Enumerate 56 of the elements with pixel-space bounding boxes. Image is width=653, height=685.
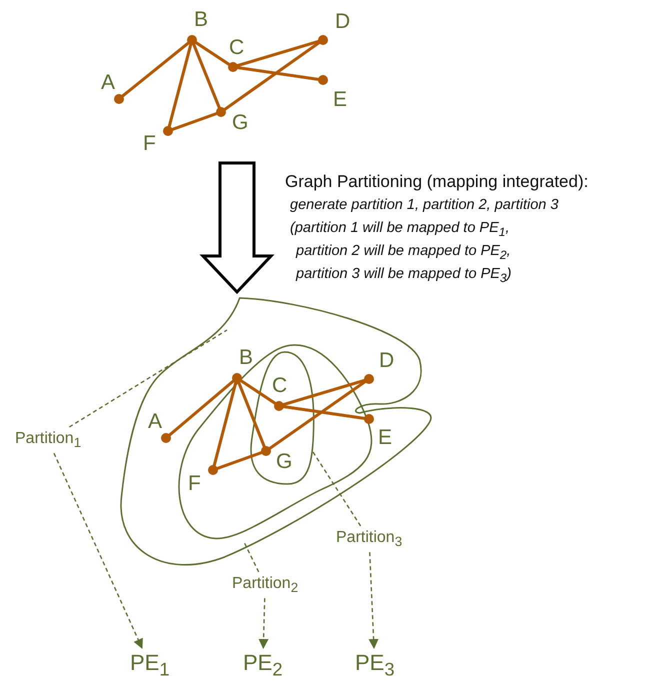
graph-vertex — [163, 126, 173, 136]
graph-edge — [194, 40, 232, 67]
graph-edge — [120, 40, 191, 98]
processing-element-label: PE$_{3}$ — [355, 650, 395, 680]
partition-outline — [250, 350, 315, 485]
partition-label: Partition$_{1}$ — [15, 429, 82, 452]
graph-edge — [236, 66, 320, 82]
description-text: (partition 1 will be mapped to PE$_{1}$, — [290, 220, 510, 240]
vertex-label: C — [272, 375, 288, 396]
processing-element-label: PE$_{2}$ — [243, 650, 283, 680]
leader-line — [68, 329, 228, 428]
vertex-label: B — [239, 347, 254, 368]
graph-edge — [167, 378, 236, 438]
partition-label: Partition$_{3}$ — [336, 528, 402, 550]
graph-edge — [170, 112, 219, 132]
vertex-label: A — [148, 411, 162, 432]
partition-label: Partition$_{2}$ — [232, 574, 298, 596]
graph-edge — [238, 378, 278, 406]
graph-edge — [215, 450, 264, 470]
vertex-label: G — [232, 112, 248, 133]
vertex-label: E — [333, 89, 348, 110]
graph-vertex — [216, 107, 226, 117]
arrow — [258, 598, 269, 649]
description-text: partition 2 will be mapped to PE$_{2}$, — [296, 243, 511, 262]
leader-line — [312, 452, 362, 526]
graph-vertex — [228, 62, 238, 72]
description-text: generate partition 1, partition 2, partition 3 — [290, 197, 558, 214]
arrow — [53, 452, 143, 649]
vertex-label: D — [335, 11, 350, 32]
vertex-label: A — [101, 72, 116, 93]
graph-edge — [268, 379, 368, 451]
description-text: partition 3 will be mapped to PE$_{3}$) — [296, 266, 512, 286]
vertex-label: F — [143, 133, 156, 154]
vertex-label: G — [276, 451, 292, 472]
heading-text: Graph Partitioning (mapping integrated): — [285, 172, 588, 192]
processing-element-label: PE$_{1}$ — [130, 650, 170, 680]
vertex-label: F — [188, 473, 201, 494]
arrow — [368, 552, 379, 649]
vertex-label: C — [229, 37, 244, 58]
vertex-label: E — [378, 427, 392, 448]
graph-vertex — [318, 75, 328, 85]
graph-edge — [222, 40, 322, 112]
graph-vertex — [114, 94, 124, 104]
graph-edge — [212, 380, 238, 468]
leader-line — [243, 542, 260, 572]
graph-edge — [282, 404, 366, 420]
graph-vertex — [160, 433, 171, 443]
graph-edge — [281, 378, 367, 407]
graph-edge — [167, 42, 193, 128]
graph-edge — [192, 42, 222, 110]
graph-edge — [236, 380, 266, 449]
graph-vertex — [318, 35, 328, 45]
partition-outline — [120, 297, 432, 566]
vertex-label: D — [379, 350, 394, 371]
vertex-label: B — [194, 9, 208, 30]
graph-vertex — [187, 35, 197, 45]
